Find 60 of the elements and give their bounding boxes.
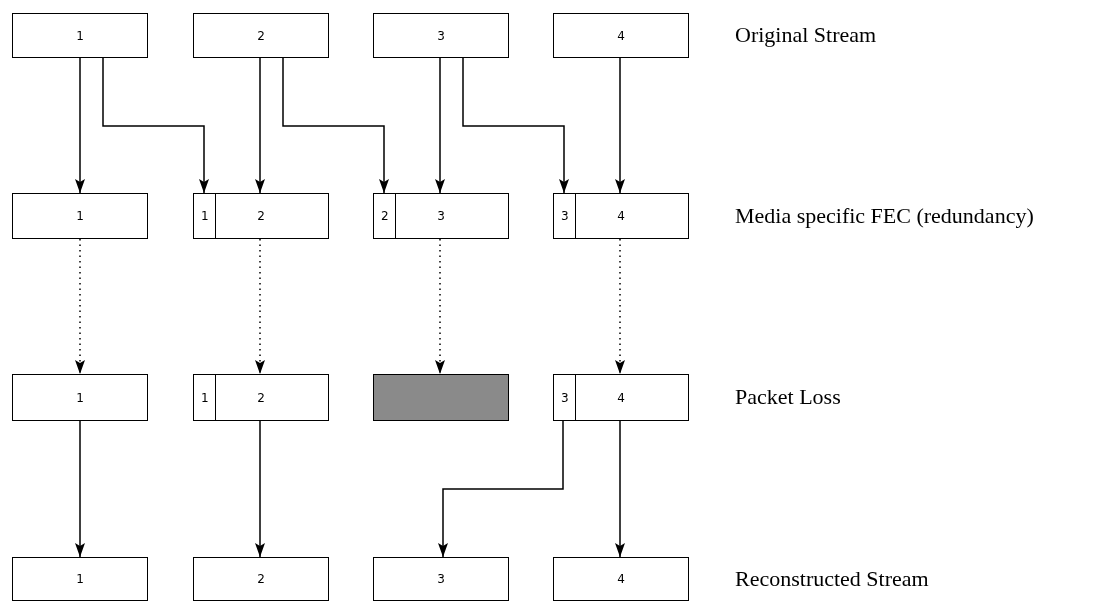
packet-number: 2	[257, 572, 265, 586]
packet-number: 4	[617, 390, 625, 405]
redundancy-cell	[553, 193, 577, 239]
packet-number: 1	[76, 390, 84, 405]
packet-box	[193, 13, 329, 58]
dotted-arrow	[435, 238, 445, 375]
packet-number: 1	[200, 209, 209, 223]
packet-box	[12, 557, 148, 601]
packet-payload-cell	[575, 193, 689, 239]
packet-number: 2	[257, 390, 265, 405]
packet-number: 1	[76, 209, 84, 223]
arrow	[615, 57, 625, 194]
arrow	[615, 420, 625, 558]
arrow	[75, 57, 85, 194]
arrow	[438, 420, 564, 558]
packet-payload-cell	[395, 193, 509, 239]
packet-number: 4	[617, 209, 625, 223]
packet-number: 3	[560, 209, 569, 223]
packet-box	[373, 13, 509, 58]
packet-payload-cell	[215, 374, 329, 421]
packet-box	[12, 374, 148, 421]
packet-number: 1	[76, 28, 84, 43]
packet-box	[193, 557, 329, 601]
lost-packet-box	[373, 374, 509, 421]
arrow	[102, 57, 209, 194]
packet-number: 4	[617, 28, 625, 43]
arrow	[282, 57, 389, 194]
arrow	[462, 57, 569, 194]
packet-number: 1	[76, 572, 84, 586]
redundancy-cell	[373, 193, 397, 239]
packet-number: 3	[437, 28, 445, 43]
packet-box	[553, 557, 689, 601]
packet-box	[553, 13, 689, 58]
row-label: Packet Loss	[735, 384, 841, 410]
packet-number: 3	[560, 390, 569, 405]
packet-number: 1	[200, 390, 209, 405]
packet-number: 2	[380, 209, 389, 223]
packet-number: 3	[437, 572, 445, 586]
arrow	[75, 420, 85, 558]
packet-box	[12, 13, 148, 58]
row-label: Original Stream	[735, 22, 877, 48]
packet-box	[12, 193, 148, 239]
arrow	[255, 57, 265, 194]
packet-box	[373, 557, 509, 601]
redundancy-cell	[193, 193, 217, 239]
packet-number: 2	[257, 209, 265, 223]
dotted-arrow	[255, 238, 265, 375]
redundancy-cell	[553, 374, 577, 421]
packet-number: 3	[437, 209, 445, 223]
packet-number: 2	[257, 28, 265, 43]
dotted-arrow	[75, 238, 85, 375]
dotted-arrow	[615, 238, 625, 375]
arrow	[435, 57, 445, 194]
row-label: Media specific FEC (redundancy)	[735, 203, 1034, 229]
arrow	[255, 420, 265, 558]
redundancy-cell	[193, 374, 217, 421]
packet-payload-cell	[575, 374, 689, 421]
packet-number: 4	[617, 572, 625, 586]
packet-payload-cell	[215, 193, 329, 239]
row-label: Reconstructed Stream	[735, 566, 929, 592]
